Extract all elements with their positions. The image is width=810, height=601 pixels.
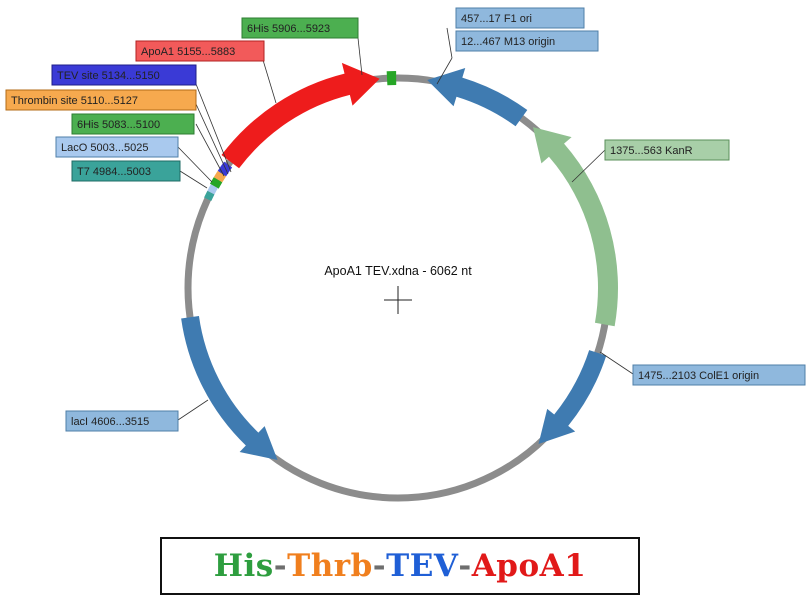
svg-text:1475...2103 ColE1 origin: 1475...2103 ColE1 origin bbox=[638, 370, 759, 382]
feature-f1-ori[interactable]: 457...17 F1 ori bbox=[455, 7, 585, 29]
arc-cole1-origin bbox=[538, 350, 607, 445]
construct-part-apoa1: ApoA1 bbox=[471, 548, 587, 584]
construct-dash-1: - bbox=[273, 548, 288, 584]
arc-apoa1 bbox=[221, 62, 380, 169]
svg-text:6His 5083...5100: 6His 5083...5100 bbox=[77, 119, 160, 131]
svg-text:457...17 F1 ori: 457...17 F1 ori bbox=[461, 13, 532, 25]
arc-6his-top bbox=[386, 71, 397, 86]
svg-text:TEV site 5134...5150: TEV site 5134...5150 bbox=[57, 70, 160, 82]
construct-box: His - Thrb - TEV - ApoA1 bbox=[160, 537, 640, 595]
arc-laci bbox=[181, 315, 278, 461]
plasmid-map: ApoA1 TEV.xdna - 6062 nt 6His 5906...592… bbox=[5, 7, 806, 502]
svg-text:1375...563 KanR: 1375...563 KanR bbox=[610, 145, 693, 157]
arc-m13-origin bbox=[427, 68, 528, 127]
svg-text:LacO 5003...5025: LacO 5003...5025 bbox=[61, 142, 148, 154]
feature-laco[interactable]: LacO 5003...5025 bbox=[55, 136, 179, 158]
feature-kanr[interactable]: 1375...563 KanR bbox=[604, 139, 730, 161]
connector-lines bbox=[177, 27, 634, 421]
svg-text:T7 4984...5003: T7 4984...5003 bbox=[77, 166, 151, 178]
construct-part-thrb: Thrb bbox=[287, 548, 373, 584]
feature-laci[interactable]: lacI 4606...3515 bbox=[65, 410, 179, 432]
svg-text:6His 5906...5923: 6His 5906...5923 bbox=[247, 23, 330, 35]
arc-kanr bbox=[532, 127, 619, 327]
arc-6his-left bbox=[209, 177, 223, 189]
construct-dash-2: - bbox=[372, 548, 387, 584]
plasmid-title: ApoA1 TEV.xdna - 6062 nt bbox=[324, 264, 472, 278]
feature-apoa1[interactable]: ApoA1 5155...5883 bbox=[135, 40, 265, 62]
feature-cole1-origin[interactable]: 1475...2103 ColE1 origin bbox=[632, 364, 806, 386]
svg-text:12...467 M13 origin: 12...467 M13 origin bbox=[461, 36, 555, 48]
svg-text:ApoA1 5155...5883: ApoA1 5155...5883 bbox=[141, 46, 235, 58]
svg-text:lacI 4606...3515: lacI 4606...3515 bbox=[71, 416, 149, 428]
arc-laco bbox=[207, 184, 218, 195]
arc-thrombin-site bbox=[213, 170, 227, 183]
feature-t7[interactable]: T7 4984...5003 bbox=[71, 160, 181, 182]
feature-6his-top[interactable]: 6His 5906...5923 bbox=[241, 17, 359, 39]
feature-6his-left[interactable]: 6His 5083...5100 bbox=[71, 113, 195, 135]
center-crosshair bbox=[384, 286, 412, 314]
feature-thrombin-site[interactable]: Thrombin site 5110...5127 bbox=[5, 89, 197, 111]
construct-part-his: His bbox=[213, 548, 274, 584]
arc-t7 bbox=[204, 190, 215, 201]
feature-m13-origin[interactable]: 12...467 M13 origin bbox=[455, 30, 599, 52]
construct-dash-3: - bbox=[458, 548, 472, 584]
svg-text:Thrombin site 5110...5127: Thrombin site 5110...5127 bbox=[11, 95, 138, 107]
feature-tev-site[interactable]: TEV site 5134...5150 bbox=[51, 64, 197, 86]
construct-part-tev: TEV bbox=[386, 548, 459, 584]
